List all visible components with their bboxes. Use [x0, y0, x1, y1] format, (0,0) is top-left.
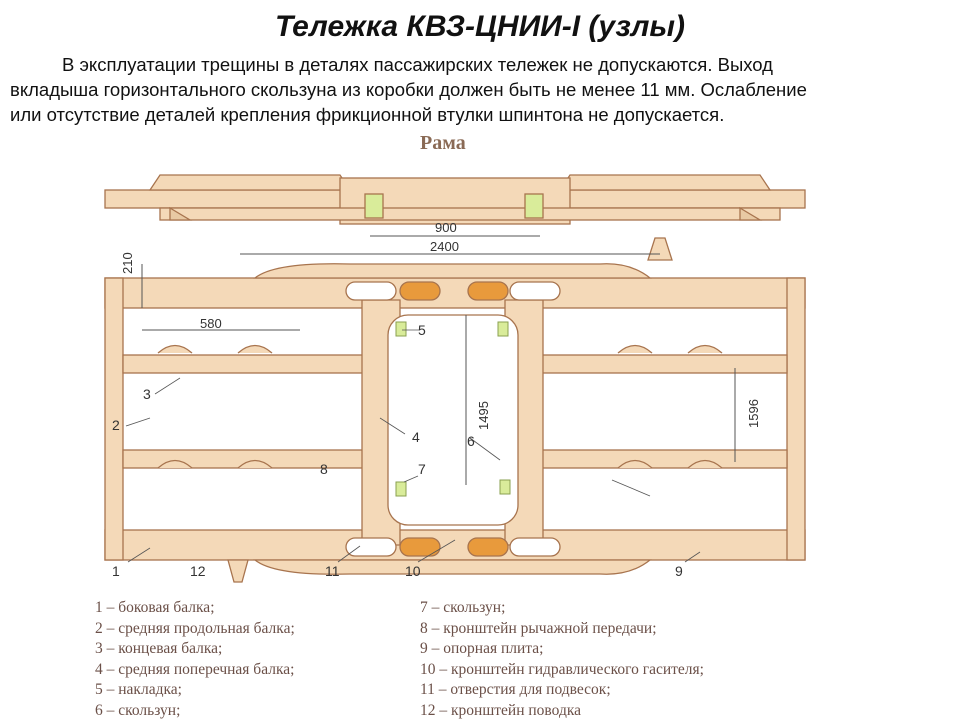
dim-580: 580: [200, 316, 222, 331]
leash-bracket: [228, 560, 248, 582]
legend-item: 2 – средняя продольная балка;: [95, 619, 295, 640]
callout-5: 5: [418, 322, 426, 338]
bogie-frame-drawing: 900 2400 210 580 1495 1596 1 2 3 4 5 6 7…: [0, 150, 960, 590]
support-plate-top: [648, 238, 672, 260]
longitudinal-beam-right-1: [540, 355, 787, 373]
legend-item: 3 – концевая балка;: [95, 639, 295, 660]
callout-12: 12: [190, 563, 206, 579]
dim-1495: 1495: [476, 401, 491, 430]
legend-item: 7 – скользун;: [420, 598, 704, 619]
legend-item: 8 – кронштейн рычажной передачи;: [420, 619, 704, 640]
side-beam-bottom-swell: [255, 560, 650, 574]
legend-right: 7 – скользун; 8 – кронштейн рычажной пер…: [420, 598, 704, 721]
legend-item: 5 – накладка;: [95, 680, 295, 701]
elevation-pad-left: [365, 194, 383, 218]
callout-10: 10: [405, 563, 421, 579]
longitudinal-beam-left-1: [123, 355, 363, 373]
dim-900: 900: [435, 220, 457, 235]
legend-item: 4 – средняя поперечная балка;: [95, 660, 295, 681]
elevation-raised-left: [150, 175, 350, 190]
slider: [400, 282, 440, 300]
callout-3: 3: [143, 386, 151, 402]
legend-item: 10 – кронштейн гидравлического гасителя;: [420, 660, 704, 681]
legend-item: 1 – боковая балка;: [95, 598, 295, 619]
dim-210: 210: [120, 252, 135, 274]
elevation-raised-right: [560, 175, 770, 190]
longitudinal-beam-right-2: [540, 450, 787, 468]
elevation-pad-right: [525, 194, 543, 218]
overlay-pad: [396, 322, 406, 336]
callout-6: 6: [467, 433, 475, 449]
slide-title: Тележка КВЗ-ЦНИИ-I (узлы): [0, 10, 960, 44]
intro-line-2: вкладыша горизонтального скользуна из ко…: [10, 77, 950, 102]
hanger-hole: [346, 282, 396, 300]
callout-9: 9: [675, 563, 683, 579]
intro-paragraph: В эксплуатации трещины в деталях пассажи…: [10, 52, 950, 127]
callout-11: 11: [325, 563, 340, 579]
side-beam-top-swell: [255, 264, 650, 278]
legend-item: 12 – кронштейн поводка: [420, 701, 704, 721]
legend-item: 6 – скользун;: [95, 701, 295, 721]
callout-1: 1: [112, 563, 120, 579]
legend-left: 1 – боковая балка; 2 – средняя продольна…: [95, 598, 295, 721]
side-elevation-view: [105, 175, 805, 224]
end-beam-right: [787, 278, 805, 560]
side-beam-bottom: [105, 530, 805, 560]
callout-2: 2: [112, 417, 120, 433]
dim-1596: 1596: [746, 399, 761, 428]
side-beam-top: [105, 278, 805, 308]
elevation-lower-flange: [160, 208, 780, 220]
dim-2400: 2400: [430, 239, 459, 254]
center-opening: [388, 315, 518, 525]
intro-line-1: В эксплуатации трещины в деталях пассажи…: [10, 52, 950, 77]
callout-7: 7: [418, 461, 426, 477]
callout-4: 4: [412, 429, 420, 445]
spring-pocket: [158, 346, 192, 354]
legend-item: 11 – отверстия для подвесок;: [420, 680, 704, 701]
legend-item: 9 – опорная плита;: [420, 639, 704, 660]
intro-line-3: или отсутствие деталей крепления фрикцио…: [10, 102, 950, 127]
callout-8: 8: [320, 461, 328, 477]
